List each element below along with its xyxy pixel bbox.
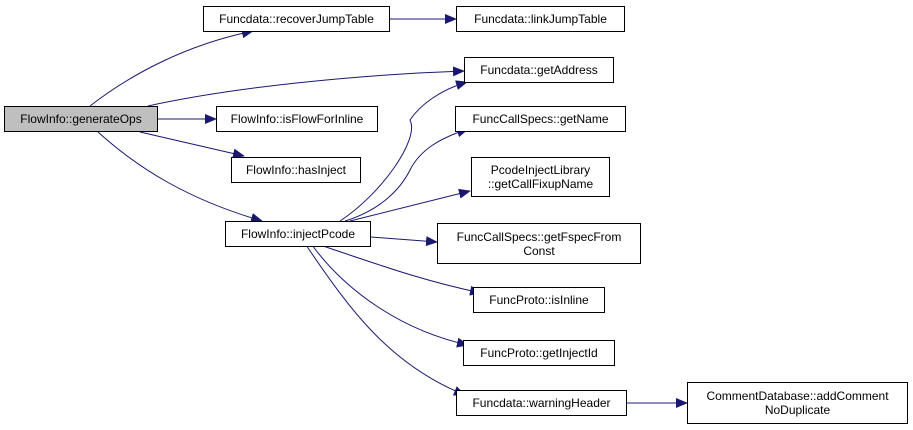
- node-label-line1: PcodeInjectLibrary: [490, 163, 591, 177]
- node-label: FlowInfo::generateOps: [20, 112, 142, 126]
- edge-generateOps-hasInject: [139, 131, 245, 159]
- node-label: Funcdata::warningHeader: [472, 396, 611, 410]
- node-flowinfo-generateops: FlowInfo::generateOps: [4, 106, 158, 132]
- node-commentdatabase-addcommentnoduplicate[interactable]: CommentDatabase::addComment NoDuplicate: [687, 382, 908, 424]
- edge-generateOps-injectPcode: [97, 131, 263, 223]
- node-funcdata-linkjumptable[interactable]: Funcdata::linkJumpTable: [456, 6, 625, 32]
- node-label: Funcdata::linkJumpTable: [474, 12, 607, 26]
- node-label-line2: ::getCallFixupName: [487, 177, 594, 191]
- node-funcdata-warningheader[interactable]: Funcdata::warningHeader: [456, 390, 627, 416]
- node-flowinfo-hasinject[interactable]: FlowInfo::hasInject: [231, 157, 361, 183]
- node-funccallspecs-getname[interactable]: FuncCallSpecs::getName: [455, 106, 626, 132]
- node-funccallspecs-getfspecfromconst[interactable]: FuncCallSpecs::getFspecFrom Const: [437, 223, 641, 264]
- node-funcdata-getaddress[interactable]: Funcdata::getAddress: [464, 57, 614, 83]
- edge-injectPcode-getFspecFromConst: [370, 236, 438, 247]
- edge-injectPcode-getInjectId: [311, 244, 469, 348]
- node-label: FuncProto::isInline: [489, 293, 589, 307]
- node-label: FlowInfo::injectPcode: [240, 227, 356, 241]
- edge-injectPcode-getAddress: [339, 80, 468, 222]
- node-funcproto-getinjectid[interactable]: FuncProto::getInjectId: [463, 340, 615, 366]
- edge-generateOps-recoverJumpTable: [89, 28, 254, 107]
- edge-injectPcode-isInline: [319, 244, 482, 296]
- node-label: FuncProto::getInjectId: [480, 346, 598, 360]
- edge-generateOps-getAddress: [147, 66, 465, 107]
- node-label: Funcdata::getAddress: [480, 63, 598, 77]
- node-flowinfo-injectpcode[interactable]: FlowInfo::injectPcode: [225, 221, 371, 247]
- node-pcodeinjectlibrary-getcallfixupname[interactable]: PcodeInjectLibrary ::getCallFixupName: [471, 157, 610, 197]
- node-funcproto-isinline[interactable]: FuncProto::isInline: [473, 287, 605, 313]
- node-label-line1: FuncCallSpecs::getFspecFrom: [456, 229, 622, 244]
- node-flowinfo-isflowforinline[interactable]: FlowInfo::isFlowForInline: [216, 106, 378, 132]
- node-label: Funcdata::recoverJumpTable: [219, 12, 374, 26]
- edge-injectPcode-getName: [344, 127, 469, 222]
- edge-injectPcode-warningHeader: [305, 244, 466, 396]
- node-label-line2: Const: [523, 243, 555, 258]
- node-label: FlowInfo::isFlowForInline: [230, 112, 364, 126]
- node-label-line1: CommentDatabase::addComment: [706, 389, 889, 403]
- node-label: FuncCallSpecs::getName: [472, 112, 609, 126]
- edge-injectPcode-getCallFixupName: [349, 188, 471, 222]
- node-label-line2: NoDuplicate: [764, 403, 831, 417]
- node-funcdata-recoverjumptable[interactable]: Funcdata::recoverJumpTable: [203, 6, 390, 32]
- node-label: FlowInfo::hasInject: [245, 163, 347, 177]
